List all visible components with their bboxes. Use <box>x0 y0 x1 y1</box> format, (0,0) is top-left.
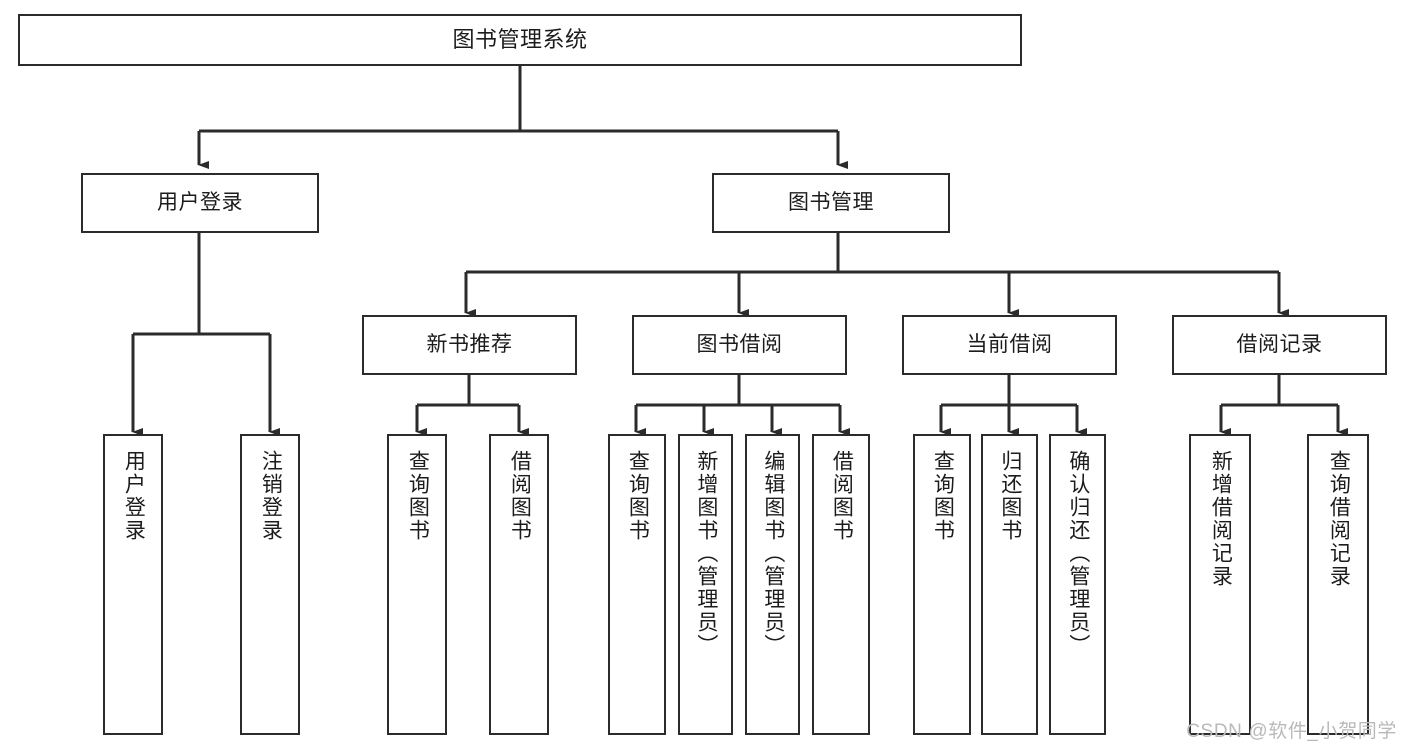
node-label: 图书管理系统 <box>452 27 588 53</box>
leaf-book-borrow-query[interactable]: 查询图书 <box>608 434 666 735</box>
node-user-login[interactable]: 用户登录 <box>81 173 319 233</box>
leaf-new-book-borrow[interactable]: 借阅图书 <box>489 434 549 735</box>
node-book-borrow[interactable]: 图书借阅 <box>632 315 847 375</box>
node-label: 注销登录 <box>259 450 283 542</box>
node-label: 编辑图书（管理员） <box>761 450 785 657</box>
node-label: 用户登录 <box>122 450 146 542</box>
node-label: 借阅图书 <box>830 450 854 542</box>
node-new-book-recommend[interactable]: 新书推荐 <box>362 315 577 375</box>
node-label: 借阅记录 <box>1236 332 1323 356</box>
node-label: 查询图书 <box>931 450 955 542</box>
node-label: 查询图书 <box>626 450 650 542</box>
node-label: 借阅图书 <box>508 450 532 542</box>
leaf-borrow-record-query[interactable]: 查询借阅记录 <box>1307 434 1369 735</box>
node-label: 当前借阅 <box>966 332 1053 356</box>
node-root-system[interactable]: 图书管理系统 <box>18 14 1022 66</box>
leaf-borrow-record-add[interactable]: 新增借阅记录 <box>1189 434 1251 735</box>
node-label: 新增借阅记录 <box>1209 450 1233 588</box>
node-label: 归还图书 <box>998 450 1022 542</box>
node-label: 图书借阅 <box>696 332 783 356</box>
node-label: 确认归还（管理员） <box>1066 450 1090 657</box>
node-label: 查询图书 <box>406 450 430 542</box>
leaf-user-login-login[interactable]: 用户登录 <box>103 434 163 735</box>
leaf-current-borrow-confirm[interactable]: 确认归还（管理员） <box>1049 434 1106 735</box>
leaf-book-borrow-add[interactable]: 新增图书（管理员） <box>678 434 733 735</box>
leaf-new-book-query[interactable]: 查询图书 <box>387 434 447 735</box>
leaf-book-borrow-edit[interactable]: 编辑图书（管理员） <box>745 434 800 735</box>
node-label: 新增图书（管理员） <box>694 450 718 657</box>
leaf-user-login-logout[interactable]: 注销登录 <box>240 434 300 735</box>
node-label: 查询借阅记录 <box>1327 450 1351 588</box>
node-label: 新书推荐 <box>426 332 513 356</box>
node-label: 用户登录 <box>157 190 243 214</box>
leaf-current-borrow-query[interactable]: 查询图书 <box>913 434 971 735</box>
leaf-current-borrow-return[interactable]: 归还图书 <box>981 434 1038 735</box>
node-current-borrow[interactable]: 当前借阅 <box>902 315 1117 375</box>
node-book-management[interactable]: 图书管理 <box>712 173 950 233</box>
node-label: 图书管理 <box>788 190 874 214</box>
leaf-book-borrow-borrow[interactable]: 借阅图书 <box>812 434 870 735</box>
node-borrow-record[interactable]: 借阅记录 <box>1172 315 1387 375</box>
